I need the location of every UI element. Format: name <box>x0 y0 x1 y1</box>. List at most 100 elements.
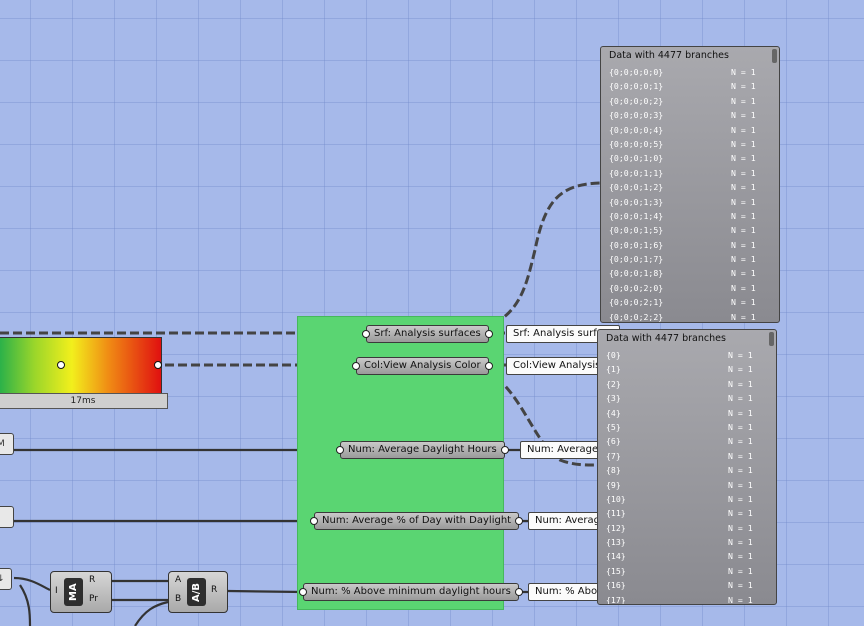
branch-path: {0;0;0;2;2} <box>609 311 664 322</box>
branch-count: N = 1 <box>731 239 756 250</box>
left-stub-component[interactable]: ↓ <box>0 568 12 590</box>
input-port-label: I <box>55 586 58 596</box>
wire-ab-to-above <box>227 589 304 594</box>
branch-count: N = 1 <box>731 95 756 106</box>
gradient-component[interactable] <box>0 337 162 394</box>
branch-path: {0;0;0;1;4} <box>609 210 664 221</box>
branch-path: {8} <box>606 465 621 476</box>
panel-row: {4}N = 1 <box>598 406 776 420</box>
branch-count: N = 1 <box>728 436 753 447</box>
branch-count: N = 1 <box>731 138 756 149</box>
branch-path: {0;0;0;1;1} <box>609 167 664 178</box>
branch-path: {0;0;0;0;3} <box>609 110 664 121</box>
branch-path: {0;0;0;2;0} <box>609 282 664 293</box>
branch-count: N = 1 <box>728 565 753 576</box>
wire-surfaces-to-panel <box>469 181 602 335</box>
mass-addition-component[interactable]: I MA R Pr <box>50 571 112 613</box>
branch-count: N = 1 <box>731 311 756 322</box>
output-port-label: R <box>211 585 218 595</box>
branch-count: N = 1 <box>731 268 756 279</box>
branch-path: {17} <box>606 594 626 605</box>
panel-row: {0;0;0;1;4} N = 1 <box>601 209 779 223</box>
branch-path: {16} <box>606 580 626 591</box>
panel-row: {2} N = 1 <box>598 377 776 391</box>
branch-path: {1} <box>606 364 621 375</box>
input-port-label: B <box>175 594 182 604</box>
panel-row: {9}N = 1 <box>598 478 776 492</box>
panel-row: {0;0;0;0;3} N = 1 <box>601 108 779 122</box>
panel-row: {10} N = 1 <box>598 492 776 506</box>
branch-count: N = 1 <box>731 167 756 178</box>
branch-path: {2} <box>606 378 621 389</box>
panel-row: {0}N = 1 <box>598 348 776 362</box>
branch-count: N = 1 <box>728 450 753 461</box>
panel-row: {0;0;0;1;7}N = 1 <box>601 252 779 266</box>
branch-count: N = 1 <box>731 225 756 236</box>
output-port-label: R <box>89 575 96 585</box>
panel-row: {0;0;0;0;5} N = 1 <box>601 137 779 151</box>
wire-left-down <box>19 584 32 626</box>
panel-row: {14}N = 1 <box>598 549 776 563</box>
branch-count: N = 1 <box>728 508 753 519</box>
relay-above-minimum[interactable]: Num: % Above minimum daylight hours <box>299 583 523 601</box>
branch-path: {0;0;0;1;3} <box>609 196 664 207</box>
branch-count: N = 1 <box>731 124 756 135</box>
branch-path: {0;0;0;0;2} <box>609 95 664 106</box>
panel-scrollbar[interactable] <box>769 332 774 346</box>
panel-row: {0;0;0;0;0} N = 1 <box>601 65 779 79</box>
branch-path: {4} <box>606 407 621 418</box>
input-port-label: A <box>175 575 182 585</box>
branch-count: N = 1 <box>728 421 753 432</box>
branch-path: {11} <box>606 508 626 519</box>
branch-path: {5} <box>606 421 621 432</box>
branch-path: {0;0;0;1;0} <box>609 153 664 164</box>
branch-path: {7} <box>606 450 621 461</box>
branch-path: {0;0;0;1;2} <box>609 182 664 193</box>
relay-analysis-color[interactable]: Col:View Analysis Color <box>352 357 493 375</box>
gradient-grip[interactable] <box>57 361 65 369</box>
branch-path: {0;0;0;1;6} <box>609 239 664 250</box>
left-stub-component[interactable]: M <box>0 433 14 455</box>
branch-path: {0;0;0;0;5} <box>609 138 664 149</box>
data-panel-colors[interactable]: Data with 4477 branches {0}N = 1{1}N = 1… <box>597 329 777 605</box>
panel-row: {0;0;0;1;0}N = 1 <box>601 151 779 165</box>
panel-scrollbar[interactable] <box>772 49 777 63</box>
wire-to-mass-addition <box>13 576 51 591</box>
relay-analysis-surfaces[interactable]: Srf: Analysis surfaces <box>362 325 493 343</box>
branch-count: N = 1 <box>728 493 753 504</box>
panel-row: {15}N = 1 <box>598 564 776 578</box>
branch-count: N = 1 <box>728 350 753 360</box>
panel-rows: {0;0;0;0;0}N = 1{0;0;0;0;1}N = 1{0;0;0;0… <box>601 65 779 322</box>
data-panel-surfaces[interactable]: Data with 4477 branches {0;0;0;0;0}N = 1… <box>600 46 780 323</box>
panel-row: {0;0;0;0;2} N = 1 <box>601 94 779 108</box>
panel-row: {17}N = 1 <box>598 593 776 605</box>
panel-row: {7} N = 1 <box>598 449 776 463</box>
branch-count: N = 1 <box>731 210 756 221</box>
branch-count: N = 1 <box>728 378 753 389</box>
branch-count: N = 1 <box>728 522 753 533</box>
panel-row: {0;0;0;1;8}N = 1 <box>601 266 779 280</box>
branch-count: N = 1 <box>731 110 756 121</box>
branch-path: {10} <box>606 493 626 504</box>
gradient-output-grip[interactable] <box>154 361 162 369</box>
panel-row: {12} N = 1 <box>598 521 776 535</box>
branch-path: {12} <box>606 522 626 533</box>
division-component[interactable]: A B A/B R <box>168 571 228 613</box>
panel-row: {0;0;0;1;2}N = 1 <box>601 180 779 194</box>
mass-addition-core: MA <box>64 578 83 606</box>
relay-average-percent[interactable]: Num: Average % of Day with Daylight <box>309 512 524 530</box>
relay-average-daylight[interactable]: Num: Average Daylight Hours <box>336 441 509 459</box>
panel-row: {6}N = 1 <box>598 434 776 448</box>
panel-row: {11} N = 1 <box>598 506 776 520</box>
left-stub-component[interactable] <box>0 506 14 528</box>
panel-row: {0;0;0;0;1}N = 1 <box>601 79 779 93</box>
branch-count: N = 1 <box>731 297 756 308</box>
branch-path: {0;0;0;0;4} <box>609 124 664 135</box>
panel-row: {5} N = 1 <box>598 420 776 434</box>
gradient-timing: 17ms <box>0 393 168 409</box>
branch-path: {0;0;0;2;1} <box>609 297 664 308</box>
branch-count: N = 1 <box>731 254 756 265</box>
branch-count: N = 1 <box>731 67 756 77</box>
branch-path: {0;0;0;0;0} <box>609 67 664 77</box>
branch-count: N = 1 <box>728 393 753 404</box>
